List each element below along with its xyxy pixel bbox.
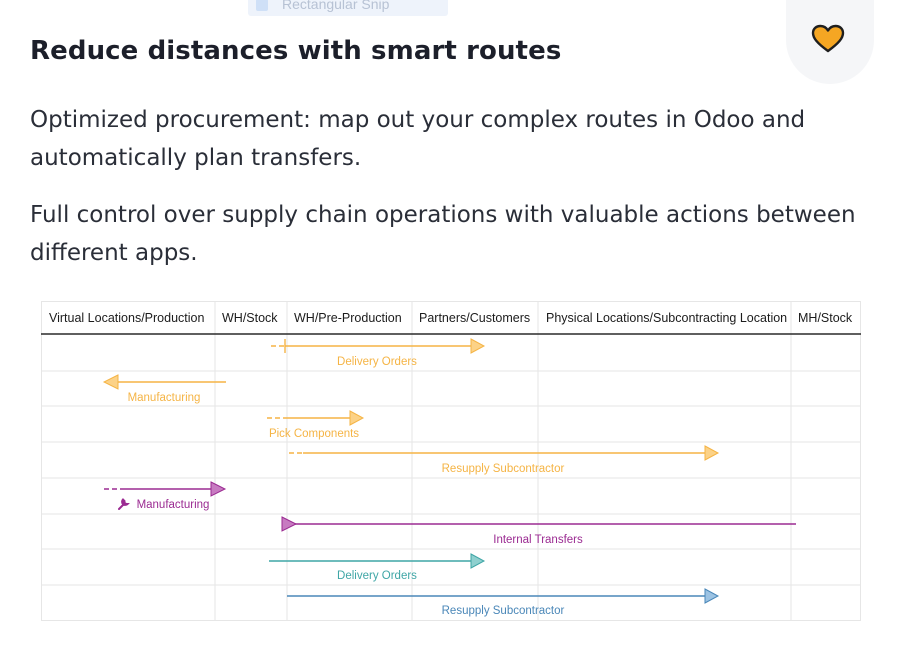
- routes-diagram: Virtual Locations/Production WH/Stock WH…: [41, 301, 861, 621]
- route-label: Delivery Orders: [337, 356, 417, 368]
- route-label: Internal Transfers: [493, 534, 583, 546]
- heart-icon: [811, 24, 845, 53]
- col-header: Virtual Locations/Production: [49, 311, 204, 325]
- rectangular-snip-toolbar[interactable]: Rectangular Snip: [248, 0, 448, 16]
- control-paragraph: Full control over supply chain operation…: [30, 202, 856, 266]
- route-pick-components-orange: Pick Components: [267, 410, 365, 440]
- route-manufacturing-orange: Manufacturing: [102, 374, 226, 404]
- col-header: Physical Locations/Subcontracting Locati…: [546, 311, 787, 325]
- route-label: Delivery Orders: [337, 570, 417, 582]
- route-internal-transfers-purple: Internal Transfers: [281, 516, 796, 546]
- route-resupply-subcontractor-orange: Resupply Subcontractor: [289, 445, 720, 475]
- page-title: Reduce distances with smart routes: [30, 36, 562, 66]
- column-headers: Virtual Locations/Production WH/Stock WH…: [49, 311, 853, 325]
- snip-label: Rectangular Snip: [282, 0, 390, 12]
- wrench-icon: [118, 498, 130, 510]
- route-label: Manufacturing: [128, 392, 201, 404]
- route-delivery-orders-orange: Delivery Orders: [271, 338, 486, 368]
- route-delivery-orders-teal: Delivery Orders: [269, 553, 486, 582]
- col-header: WH/Pre-Production: [294, 311, 402, 325]
- intro-paragraph: Optimized procurement: map out your comp…: [30, 107, 806, 171]
- grid-lines: [41, 301, 861, 621]
- route-manufacturing-purple: Manufacturing: [104, 481, 227, 511]
- route-resupply-subcontractor-blue: Resupply Subcontractor: [287, 588, 720, 617]
- route-label: Resupply Subcontractor: [442, 605, 565, 617]
- route-label: Resupply Subcontractor: [442, 463, 565, 475]
- route-label: Manufacturing: [137, 499, 210, 511]
- route-label: Pick Components: [269, 428, 359, 440]
- col-header: Partners/Customers: [419, 311, 530, 325]
- snip-icon: [256, 0, 268, 11]
- heart-card: [786, 0, 874, 84]
- col-header: WH/Stock: [222, 311, 278, 325]
- col-header: MH/Stock: [798, 311, 853, 325]
